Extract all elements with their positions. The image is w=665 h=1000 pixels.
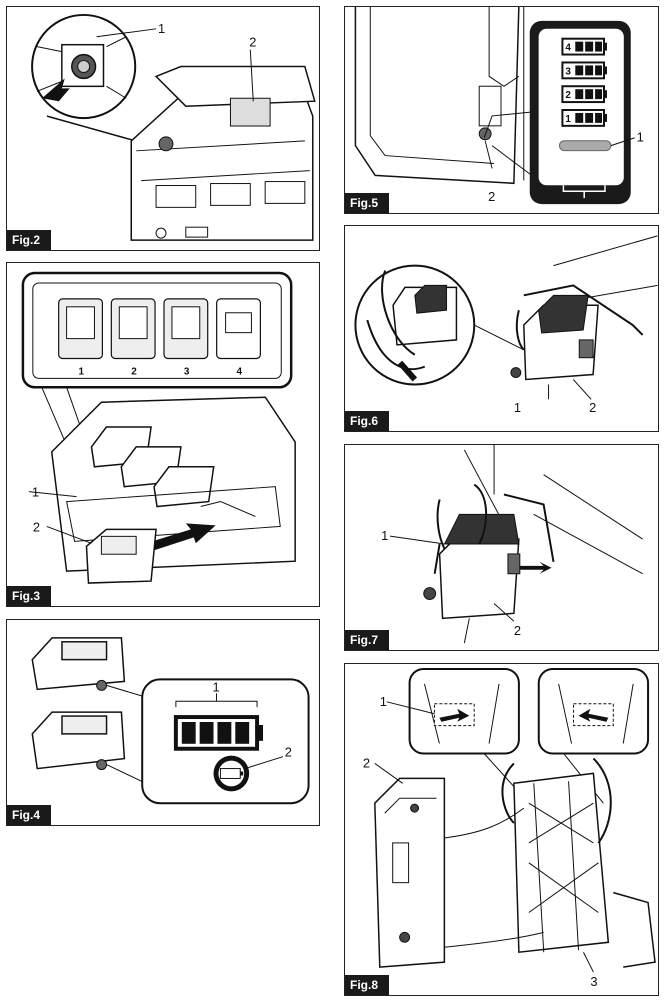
figure-8: 1 2 3 Fig.8: [344, 663, 659, 996]
fig6-label: Fig.6: [345, 411, 389, 431]
figure-2: 1 2 Fig.2: [6, 6, 320, 251]
fig3-slot-1: 1: [79, 366, 85, 377]
fig8-callout-3: 3: [590, 974, 597, 989]
figure-8-illustration: 1 2 3: [363, 668, 656, 989]
fig3-callout-2: 2: [33, 519, 40, 534]
fig6-callout-2: 2: [589, 400, 596, 415]
fig2-callout-1: 1: [158, 21, 165, 36]
fig3-slot-3: 3: [184, 366, 190, 377]
fig5-level-2: 2: [565, 90, 571, 101]
fig2-label: Fig.2: [7, 230, 51, 250]
fig7-callout-2: 2: [514, 623, 521, 638]
figure-7: 1 2 Fig.7: [344, 444, 659, 651]
fig8-callout-1: 1: [380, 694, 387, 709]
figure-3-illustration: 1 2 3 4 1 2: [21, 271, 296, 584]
fig5-callout-2: 2: [488, 189, 495, 204]
fig5-callout-1: 1: [637, 130, 644, 145]
fig6-callout-1: 1: [514, 400, 521, 415]
fig8-callout-2: 2: [363, 755, 370, 770]
fig5-on-label: ON/: [544, 160, 560, 170]
fig5-off-label: OFF: [594, 160, 612, 170]
fig3-callout-1: 1: [32, 485, 39, 500]
fig3-slot-2: 2: [131, 366, 137, 377]
figure-5-illustration: 4 3 2 1 ON/ OFF 1 2: [354, 7, 644, 204]
figure-3: 1 2 3 4 1 2 Fig.3: [6, 262, 320, 607]
fig4-callout-1: 1: [213, 679, 220, 694]
fig3-label: Fig.3: [7, 586, 51, 606]
figure-2-illustration: 1 2: [31, 13, 316, 241]
figure-4-illustration: 1 2: [31, 637, 310, 805]
figure-6-illustration: 1 2: [354, 235, 658, 415]
figure-5: 4 3 2 1 ON/ OFF 1 2 Fig.5: [344, 6, 659, 214]
fig7-label: Fig.7: [345, 630, 389, 650]
fig5-level-4: 4: [565, 43, 571, 54]
fig5-level-indicators: [561, 37, 607, 127]
fig4-callout-2: 2: [285, 745, 292, 760]
fig5-level-3: 3: [565, 66, 571, 77]
figure-7-illustration: 1 2: [381, 445, 643, 644]
fig3-slot-4: 4: [237, 366, 243, 377]
fig7-callout-1: 1: [381, 528, 388, 543]
fig4-label: Fig.4: [7, 805, 51, 825]
fig5-level-1: 1: [565, 114, 571, 125]
figure-6: 1 2 Fig.6: [344, 225, 659, 432]
fig2-callout-2: 2: [249, 35, 256, 50]
figure-4: 1 2 Fig.4: [6, 619, 320, 826]
fig5-label: Fig.5: [345, 193, 389, 213]
fig8-label: Fig.8: [345, 975, 389, 995]
